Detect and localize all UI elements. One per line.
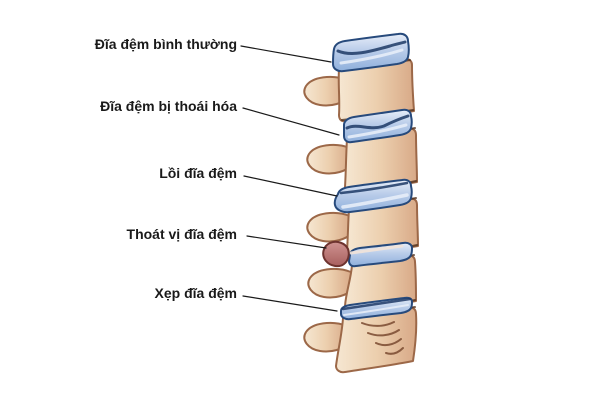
disc-herniated — [348, 241, 413, 268]
leader-line-collapsed-disc — [242, 295, 338, 312]
leader-line-bulging-disc — [243, 175, 338, 197]
leader-line-degenerated-disc — [242, 107, 340, 136]
transverse-processes — [303, 75, 353, 353]
process-2 — [306, 143, 352, 175]
hernia-bulge — [322, 240, 350, 268]
disc-details — [336, 40, 412, 316]
leader-lines — [240, 45, 340, 312]
leader-line-normal-disc — [240, 45, 332, 63]
process-3 — [306, 211, 352, 243]
label-herniated-disc: Thoát vị đĩa đệm — [126, 226, 237, 242]
label-collapsed-disc: Xẹp đĩa đệm — [154, 285, 237, 301]
label-normal-disc: Đĩa đệm bình thường — [94, 36, 237, 52]
process-4 — [307, 267, 353, 299]
leader-line-herniated-disc — [246, 235, 327, 249]
label-bulging-disc: Lồi đĩa đệm — [159, 165, 237, 181]
label-degenerated-disc: Đĩa đệm bị thoái hóa — [100, 98, 237, 114]
collapse-wrinkles — [361, 321, 404, 355]
